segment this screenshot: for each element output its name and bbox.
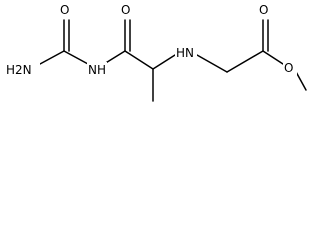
- atom-label-nh2: H2N: [6, 63, 32, 77]
- bond-c2-c3: [124, 50, 154, 70]
- bond-lines: [39, 19, 307, 102]
- atom-labels: O O O H2N NH HN O: [6, 2, 297, 78]
- bond-nh2-c1: [39, 50, 65, 65]
- bond-c3-nh: [152, 54, 176, 70]
- bond-nh-ch2: [196, 54, 228, 73]
- bond-c4-o4: [262, 50, 284, 65]
- atom-label-o-urea: O: [60, 3, 69, 17]
- chemical-structure-diagram: O O O H2N NH HN O: [6, 2, 307, 102]
- atom-label-o-ester-single: O: [284, 61, 293, 75]
- atom-label-o-amide: O: [121, 3, 130, 17]
- atom-label-o-ester-carbonyl: O: [259, 3, 268, 17]
- bond-ch2-c4: [226, 50, 264, 73]
- bond-nh-c2: [103, 50, 126, 65]
- atom-label-nh-urea: NH: [88, 63, 106, 77]
- atom-label-hn-amine: HN: [176, 46, 194, 60]
- bond-c1-nh: [63, 50, 89, 65]
